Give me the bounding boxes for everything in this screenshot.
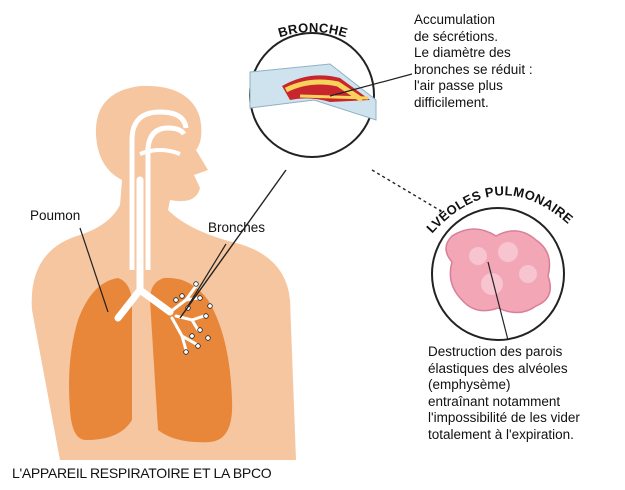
alveoles-note: Destruction des parois élastiques des al… xyxy=(428,344,623,443)
alveoles-connector xyxy=(372,170,446,214)
bronche-zoom xyxy=(250,33,412,157)
bronches-label: Bronches xyxy=(208,220,265,237)
alveoles-zoom xyxy=(432,208,564,340)
poumon-label: Poumon xyxy=(30,208,80,225)
diagram-caption: L'APPAREIL RESPIRATOIRE ET LA BPCO xyxy=(12,465,271,482)
bronche-note: Accumulation de sécrétions. Le diamètre … xyxy=(414,12,614,111)
